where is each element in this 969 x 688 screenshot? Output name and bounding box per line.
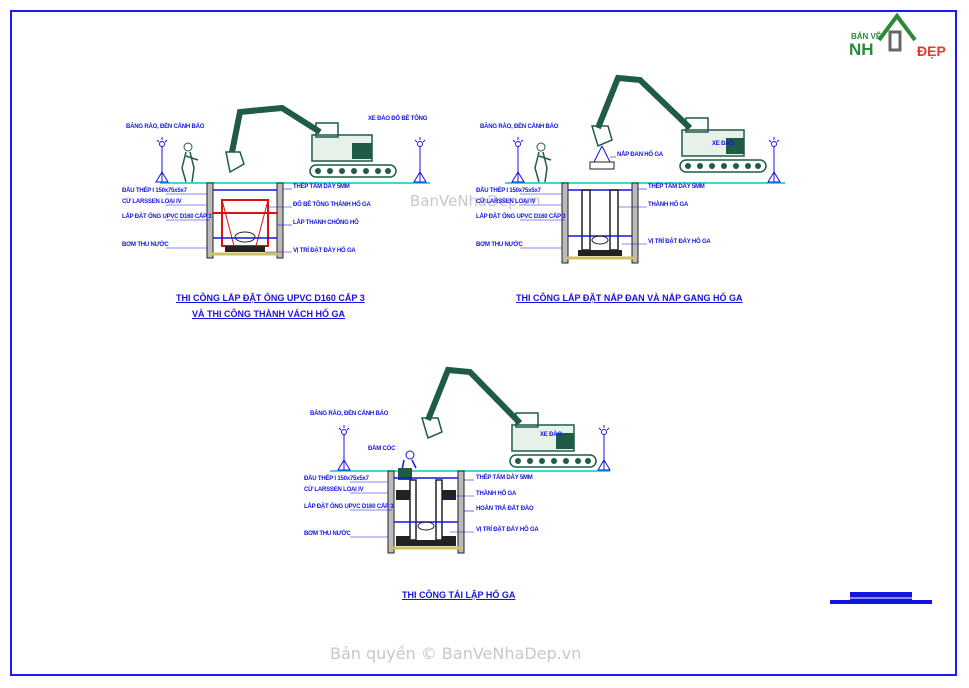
- logo-line3: ĐẸP: [917, 43, 946, 59]
- p1-title-line2: VÀ THI CÔNG THÀNH VÁCH HỐ GA: [192, 309, 345, 319]
- watermark-bottom: Bản quyền © BanVeNhaDep.vn: [330, 644, 582, 663]
- p2-pump-label: BƠM THU NƯỚC: [476, 242, 523, 248]
- p3-title: THI CÔNG TÁI LẬP HỐ GA: [402, 590, 516, 600]
- p3-backfill-label: HOÀN TRẢ ĐẤT ĐÀO: [476, 506, 534, 512]
- panel1-drawing: [155, 104, 430, 259]
- panel2-drawing: [505, 74, 785, 264]
- p1-strut-label: ĐẦU THÉP I 150x75x5x7: [122, 188, 187, 194]
- p2-strut-label: ĐẦU THÉP I 150x75x5x7: [476, 188, 541, 194]
- p2-pile-label: CỪ LARSSEN LOẠI IV: [476, 199, 536, 205]
- p3-strut-label: ĐẦU THÉP I 150x75x5x7: [304, 476, 369, 482]
- p2-bottom-label: VỊ TRÍ ĐẶT ĐÁY HỐ GA: [648, 239, 711, 245]
- p2-wall-label: THÀNH HỐ GA: [648, 202, 689, 208]
- watermark-top: BanVeNhaDep.vn: [410, 192, 541, 210]
- panel3-drawing: [330, 366, 611, 554]
- p1-title-line1: THI CÔNG LẮP ĐẶT ỐNG UPVC D160 CẤP 3: [176, 293, 365, 303]
- p3-barrier-label: BĂNG RÀO, ĐÈN CẢNH BÁO: [310, 411, 389, 417]
- p2-barrier-label: BĂNG RÀO, ĐÈN CẢNH BÁO: [480, 124, 559, 130]
- p1-pipe-label: LẮP ĐẶT ỐNG UPVC D160 CẤP 3: [122, 214, 212, 220]
- p3-pump-label: BƠM THU NƯỚC: [304, 531, 351, 537]
- p3-sheet-label: THÉP TẤM DÀY 5MM: [476, 475, 533, 481]
- logo-line2: NH: [849, 40, 874, 59]
- p1-pump-label: BƠM THU NƯỚC: [122, 242, 169, 248]
- p3-pipe-label: LẮP ĐẶT ỐNG UPVC D160 CẤP 3: [304, 504, 394, 510]
- p3-excavator-label: XE ĐÀO: [540, 432, 562, 438]
- p2-sheet-label: THÉP TẤM DÀY 5MM: [648, 184, 705, 190]
- p1-concrete-label: ĐỔ BÊ TÔNG THÀNH HỐ GA: [293, 202, 371, 208]
- p2-excavator-label: XE ĐÀO: [712, 141, 734, 147]
- p3-tamper-label: ĐẦM CÓC: [368, 446, 396, 452]
- p3-wall-label: THÀNH HỐ GA: [476, 491, 517, 497]
- scale-bar: [830, 592, 932, 604]
- drawing-frame: [10, 10, 957, 676]
- p1-pile-label: CỪ LARSSEN LOẠI IV: [122, 199, 182, 205]
- p1-excavator-label: XE ĐÀO ĐỔ BÊ TÔNG: [368, 116, 428, 122]
- p2-cover-label: NẮP ĐAN HỐ GA: [617, 152, 663, 158]
- p2-pipe-label: LẮP ĐẶT ỐNG UPVC D160 CẤP 3: [476, 214, 566, 220]
- p3-pile-label: CỪ LARSSEN LOẠI IV: [304, 487, 364, 493]
- p1-sheet-label: THÉP TẤM DÀY 5MM: [293, 184, 350, 190]
- p2-title: THI CÔNG LẮP ĐẶT NẮP ĐAN VÀ NẮP GANG HỐ …: [516, 293, 743, 303]
- p1-bracing-label: LẮP THANH CHỐNG HỐ: [293, 220, 359, 226]
- logo-line1: BẢN VẼ: [851, 32, 882, 41]
- p1-bottom-label: VỊ TRÍ ĐẶT ĐÁY HỐ GA: [293, 248, 356, 254]
- p1-barrier-label: BĂNG RÀO, ĐÈN CẢNH BÁO: [126, 124, 205, 130]
- p3-bottom-label: VỊ TRÍ ĐẶT ĐÁY HỐ GA: [476, 527, 539, 533]
